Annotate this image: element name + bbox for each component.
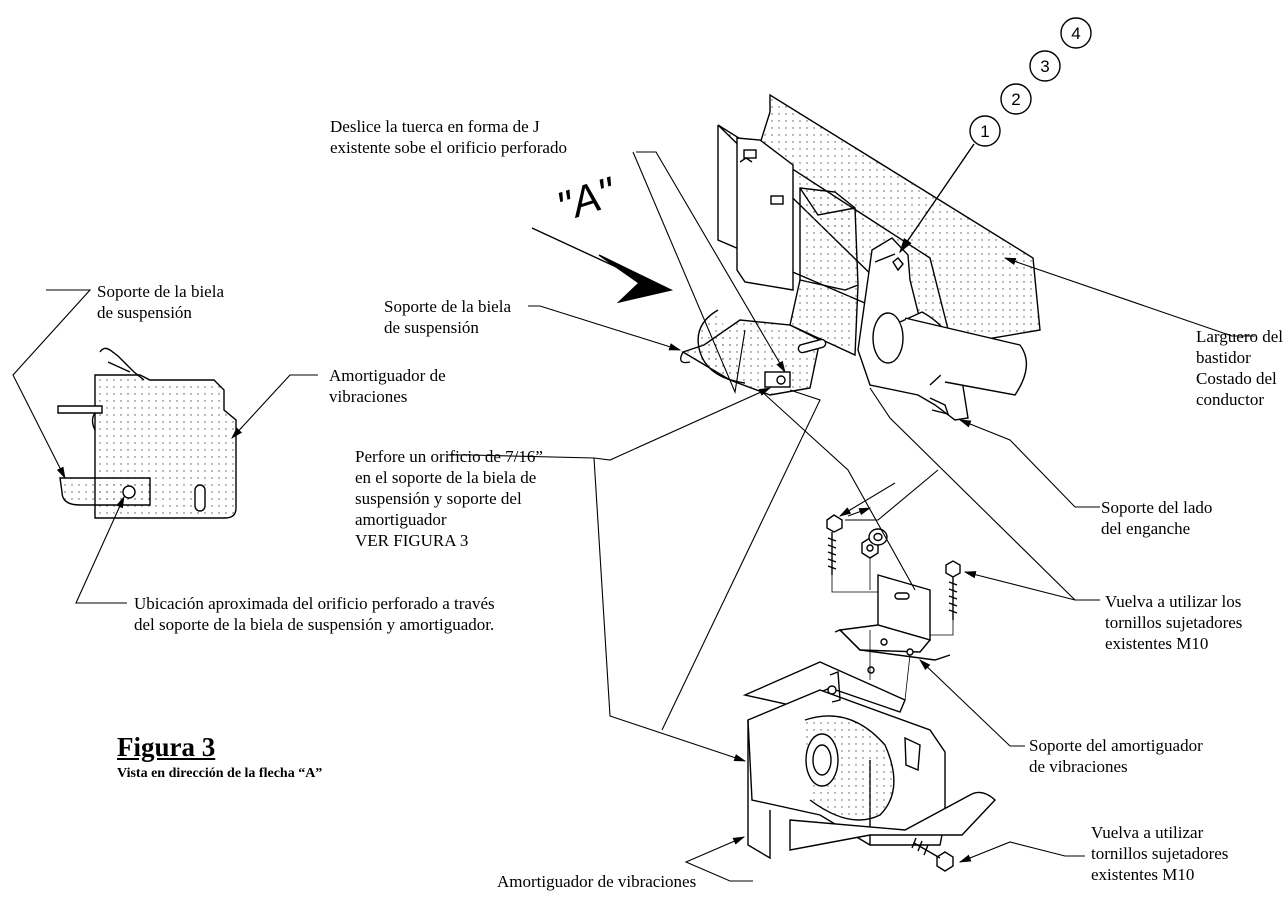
callout-3: 3 bbox=[1040, 57, 1049, 76]
vibration-damper bbox=[742, 661, 996, 860]
mounting-plate bbox=[736, 137, 794, 291]
callout-1: 1 bbox=[980, 122, 989, 141]
damper-pad bbox=[789, 187, 859, 357]
leader-lines bbox=[12, 151, 1255, 882]
bolt-bottom bbox=[911, 837, 954, 872]
damper-bracket bbox=[834, 574, 951, 661]
frame-rail-tube bbox=[904, 317, 1028, 396]
assembly-lines bbox=[831, 558, 954, 701]
radius-rod-bracket-main bbox=[680, 309, 827, 396]
bolt-top-left bbox=[826, 514, 843, 575]
detail-view bbox=[57, 347, 237, 519]
figure-title: Figura 3 bbox=[117, 732, 216, 762]
label-drill-hole: Perfore un orificio de 7/16”en el soport… bbox=[355, 447, 543, 550]
callout-2: 2 bbox=[1011, 90, 1020, 109]
view-arrow bbox=[531, 227, 674, 304]
label-hole-location: Ubicación aproximada del orificio perfor… bbox=[134, 594, 495, 634]
callout-4: 4 bbox=[1071, 24, 1080, 43]
label-damper-bottom: Amortiguador de vibraciones bbox=[497, 872, 697, 891]
figure-subtitle: Vista en dirección de la flecha “A” bbox=[117, 766, 323, 781]
callout-bubbles bbox=[899, 17, 1092, 254]
bolt-top-right bbox=[945, 560, 961, 620]
nut-washer-pair bbox=[861, 528, 888, 559]
